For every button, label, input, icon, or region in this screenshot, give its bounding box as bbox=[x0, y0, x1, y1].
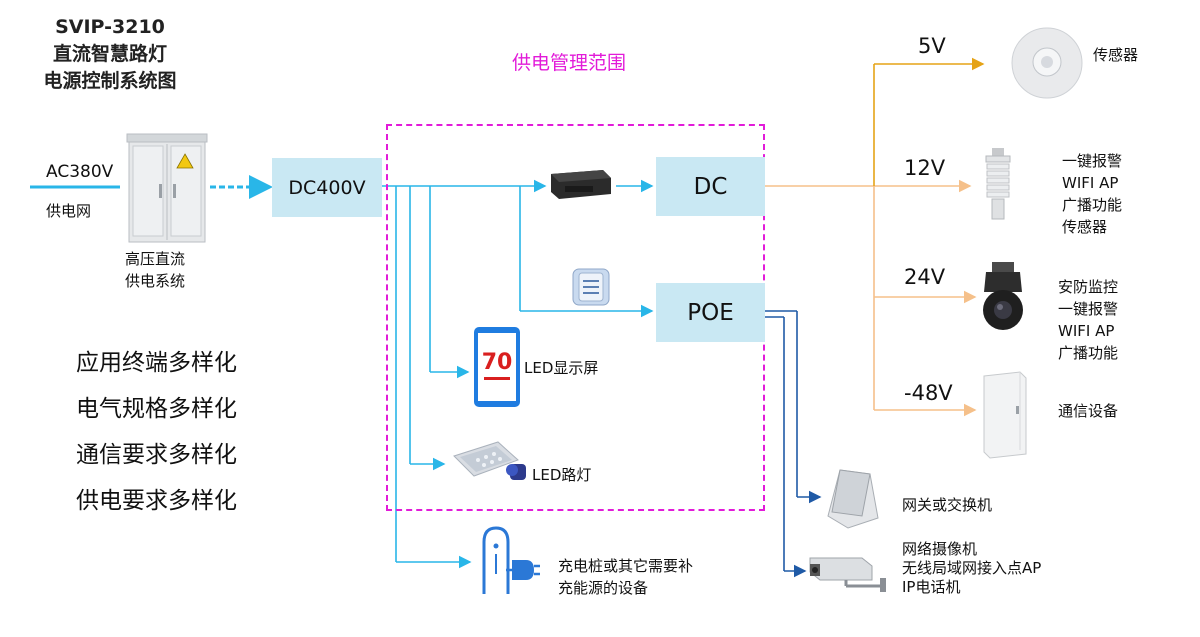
svg-text:70: 70 bbox=[482, 350, 513, 375]
input-source-label: 供电网 bbox=[46, 202, 92, 220]
gateway-device-icon bbox=[827, 469, 879, 529]
input-voltage-label: AC380V bbox=[46, 162, 114, 182]
output-12v-voltage: 12V bbox=[904, 156, 946, 180]
charger-label-line-2: 充能源的设备 bbox=[558, 579, 649, 597]
output-12v-line: 广播功能 bbox=[1062, 196, 1123, 214]
dc-box: DC bbox=[656, 157, 765, 216]
output-5v-label: 传感器 bbox=[1093, 46, 1139, 64]
output-12v-line: WIFI AP bbox=[1062, 174, 1119, 192]
title-model: SVIP-3210 bbox=[55, 16, 165, 38]
ptz-camera-icon bbox=[983, 262, 1023, 330]
diversity-item: 电气规格多样化 bbox=[76, 396, 237, 422]
diagram-title: SVIP-3210 直流智慧路灯 电源控制系统图 bbox=[20, 14, 200, 95]
output-12v-line: 传感器 bbox=[1062, 218, 1108, 236]
poe-camera-line: 无线局域网接入点AP bbox=[902, 559, 1042, 577]
output-48v-voltage: -48V bbox=[904, 381, 953, 405]
diversity-item: 应用终端多样化 bbox=[76, 350, 237, 376]
poe-label: POE bbox=[687, 299, 734, 326]
output-48v-label: 通信设备 bbox=[1058, 402, 1119, 420]
charger-label: 充电桩或其它需要补 充能源的设备 bbox=[558, 555, 693, 599]
poe-box: POE bbox=[656, 283, 765, 342]
output-24v-labels: 安防监控 一键报警 WIFI AP 广播功能 bbox=[1058, 276, 1118, 364]
diversity-item: 通信要求多样化 bbox=[76, 442, 237, 468]
power-module-icon bbox=[572, 268, 610, 306]
dc400v-box: DC400V bbox=[272, 158, 382, 217]
charger-icon bbox=[482, 526, 540, 594]
diversity-list: 应用终端多样化 电气规格多样化 通信要求多样化 供电要求多样化 bbox=[76, 340, 237, 524]
converter-device-icon bbox=[551, 170, 611, 199]
gateway-label: 网关或交换机 bbox=[902, 496, 993, 514]
scope-label: 供电管理范围 bbox=[512, 52, 627, 74]
network-camera-icon bbox=[809, 557, 886, 592]
output-12v-labels: 一键报警 WIFI AP 广播功能 传感器 bbox=[1062, 150, 1122, 238]
output-24v-voltage: 24V bbox=[904, 265, 946, 289]
dc400v-label: DC400V bbox=[288, 176, 366, 199]
output-24v-line: 一键报警 bbox=[1058, 300, 1119, 318]
poe-camera-labels: 网络摄像机 无线局域网接入点AP IP电话机 bbox=[902, 540, 1041, 597]
output-5v-voltage: 5V bbox=[918, 34, 946, 58]
led-streetlight-label: LED路灯 bbox=[532, 466, 592, 484]
cabinet-label-2: 供电系统 bbox=[125, 272, 186, 290]
title-line-2: 直流智慧路灯 bbox=[52, 43, 167, 65]
poe-camera-line: IP电话机 bbox=[902, 578, 961, 596]
poe-camera-line: 网络摄像机 bbox=[902, 540, 978, 558]
led-screen-icon: 70 bbox=[474, 327, 520, 407]
charger-label-line-1: 充电桩或其它需要补 bbox=[558, 557, 694, 575]
led-streetlight-icon bbox=[453, 441, 526, 480]
output-24v-line: 安防监控 bbox=[1058, 278, 1119, 296]
led-screen-label: LED显示屏 bbox=[524, 359, 599, 377]
output-12v-line: 一键报警 bbox=[1062, 152, 1123, 170]
telecom-device-icon bbox=[983, 371, 1027, 459]
dc-label: DC bbox=[693, 173, 728, 200]
cabinet-label-1: 高压直流 bbox=[125, 250, 186, 268]
output-24v-line: 广播功能 bbox=[1058, 344, 1119, 362]
weather-sensor-icon bbox=[985, 148, 1011, 220]
output-24v-line: WIFI AP bbox=[1058, 322, 1115, 340]
title-line-3: 电源控制系统图 bbox=[43, 70, 177, 92]
power-cabinet-icon bbox=[126, 133, 208, 243]
diversity-item: 供电要求多样化 bbox=[76, 488, 237, 514]
motion-sensor-icon bbox=[1011, 27, 1083, 99]
